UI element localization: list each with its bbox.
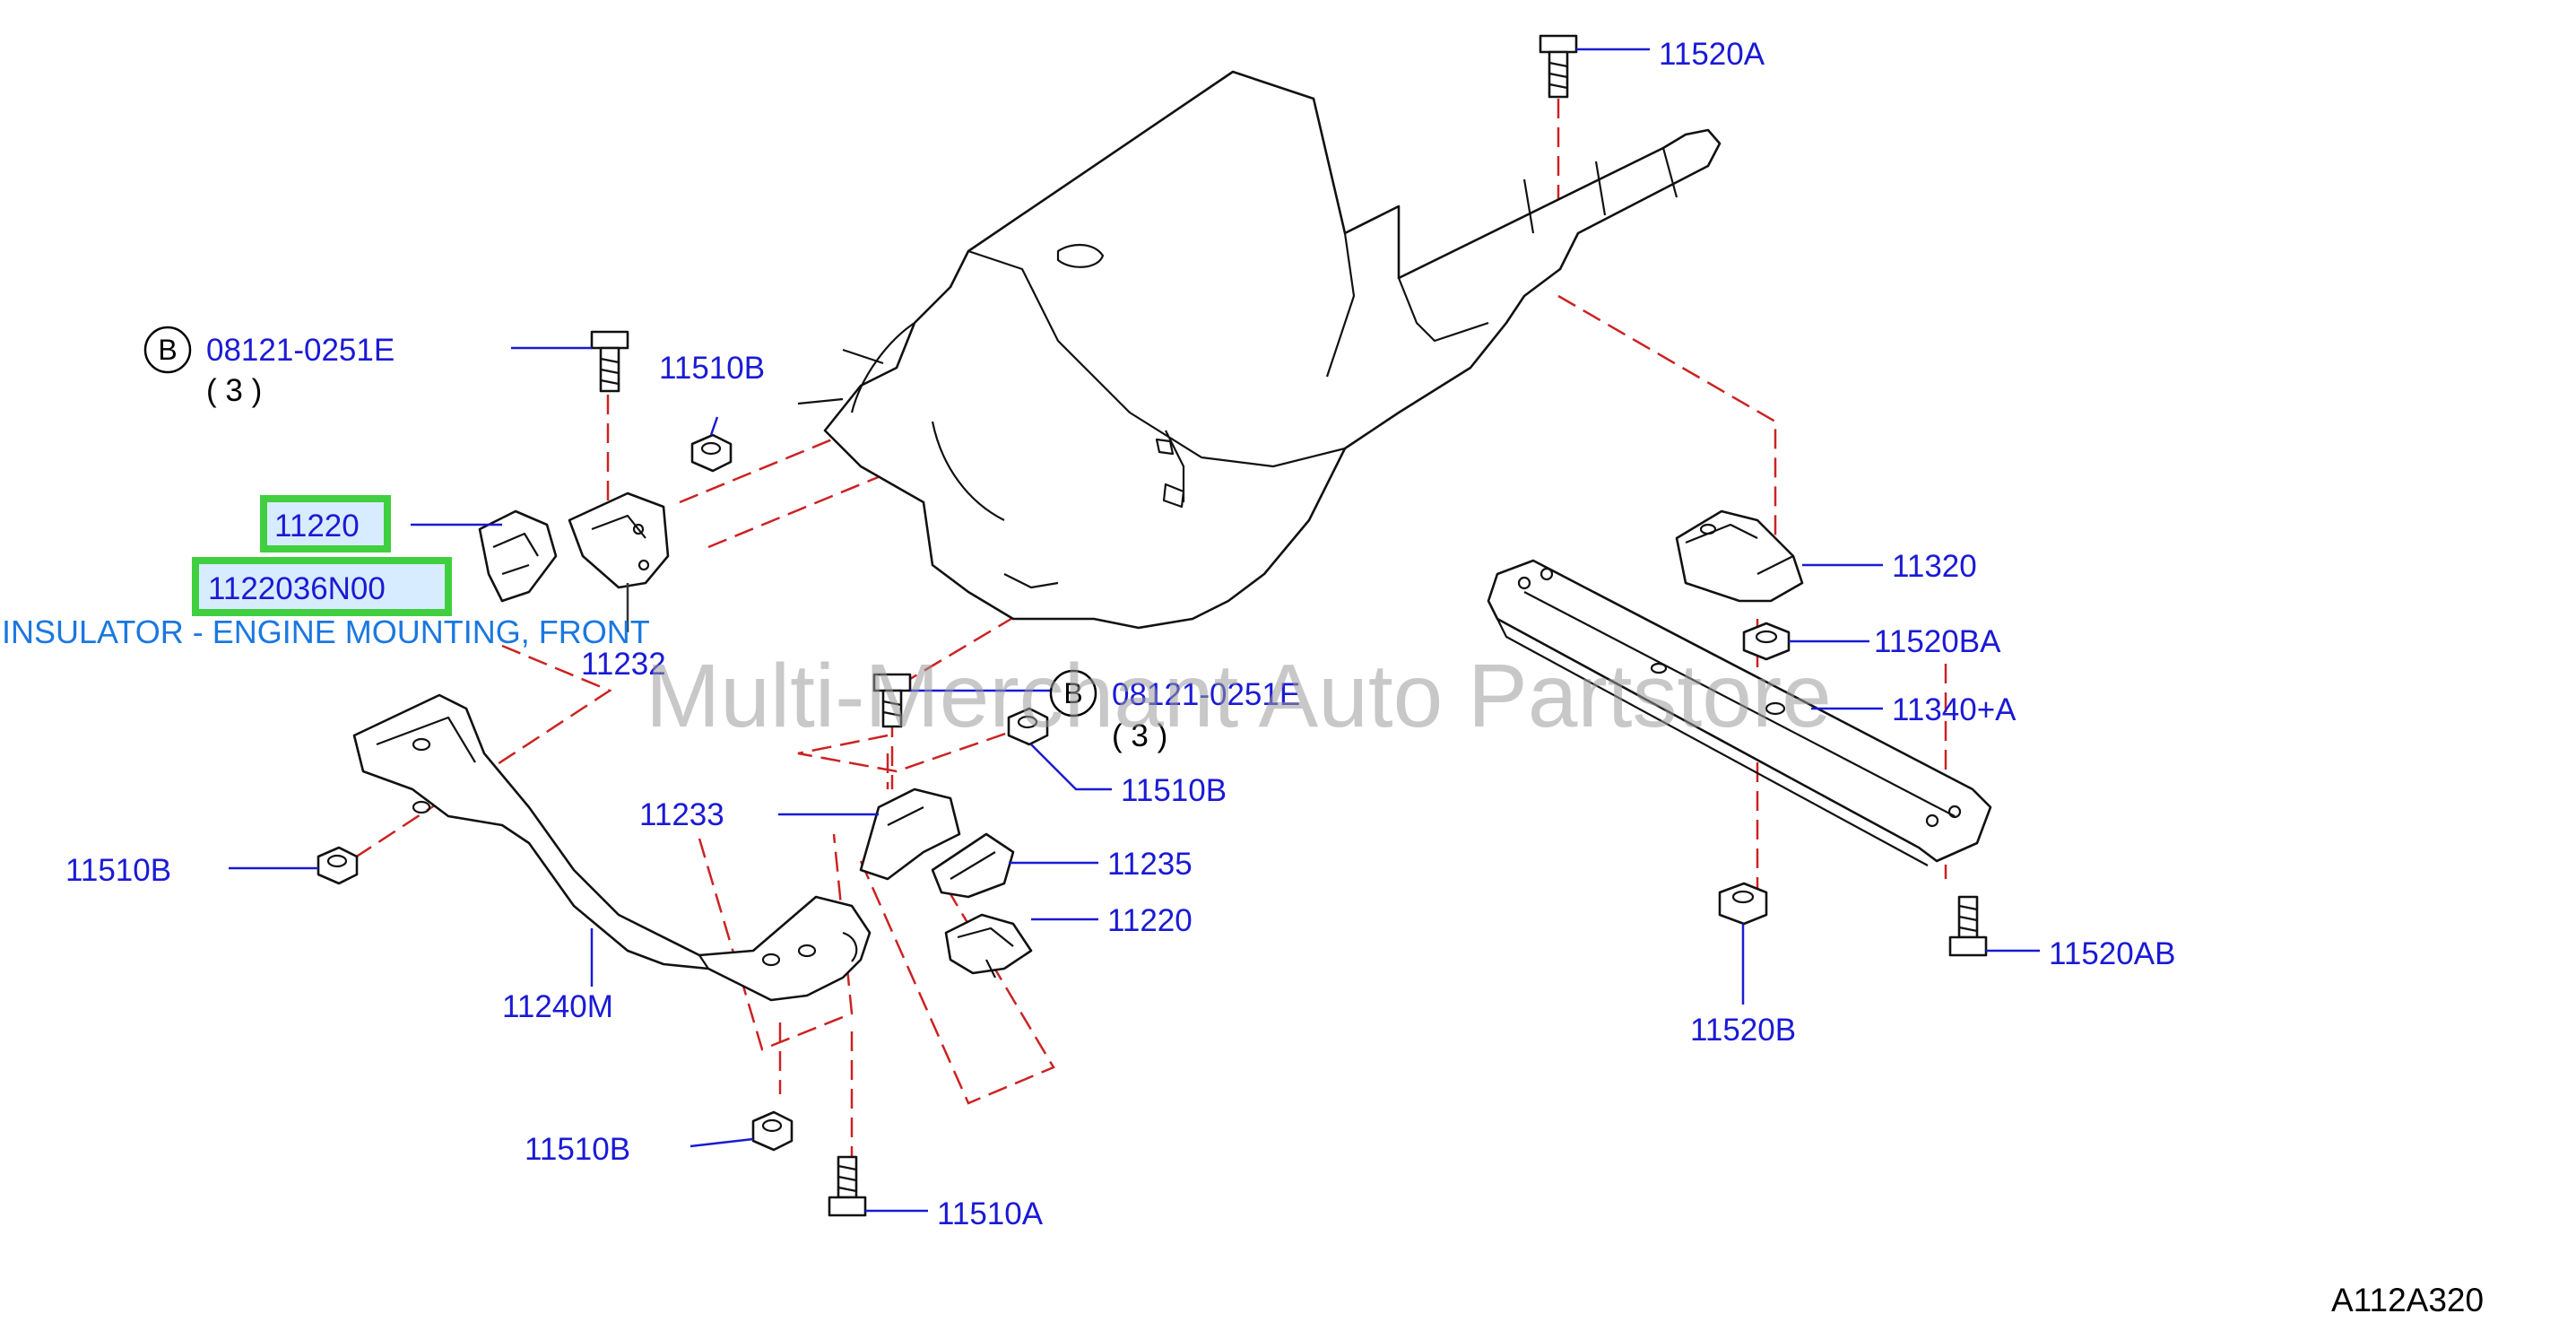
front-insulator-11220-lower — [944, 913, 1033, 979]
part-labels: 11520A B 08121-0251E ( 3 ) 11510B 11220 … — [2, 37, 2175, 1231]
bolt-marker-top-letter: B — [158, 334, 177, 366]
label-11510B-left[interactable]: 11510B — [65, 853, 171, 888]
nut-11510B-top-icon — [690, 433, 733, 473]
label-11235[interactable]: 11235 — [1107, 847, 1193, 882]
part-description: INSULATOR - ENGINE MOUNTING, FRONT — [2, 613, 650, 650]
front-insulator-11220-upper — [478, 509, 558, 603]
label-11520BA[interactable]: 11520BA — [1874, 624, 2001, 659]
label-part-number-highlighted[interactable]: 1122036N00 — [208, 571, 386, 606]
leader-lines — [229, 48, 2040, 1213]
label-11320[interactable]: 11320 — [1892, 549, 1977, 584]
watermark-text: Multi-Merchant Auto Partstore — [646, 646, 1832, 746]
label-qty-top: ( 3 ) — [206, 373, 262, 408]
bolt-mid-icon — [872, 673, 912, 728]
label-08121-0251E-top[interactable]: 08121-0251E — [206, 333, 395, 368]
bolt-top-icon — [590, 330, 629, 393]
label-11510B-top[interactable]: 11510B — [659, 351, 765, 386]
highlight-box-part-number — [192, 557, 452, 616]
crossmember-11340A — [1487, 559, 1992, 866]
bolt-11510A-icon — [828, 1155, 867, 1217]
nut-11520B-icon — [1718, 882, 1768, 926]
label-11340A[interactable]: 11340+A — [1892, 692, 2017, 727]
label-08121-0251E-mid[interactable]: 08121-0251E — [1112, 677, 1300, 712]
bolt-11520AB-icon — [1948, 895, 1988, 957]
label-11520A[interactable]: 11520A — [1659, 37, 1765, 72]
diagram-code: A112A320 — [2331, 1282, 2484, 1318]
bolt-marker-top — [143, 326, 192, 374]
highlight-box-11220 — [260, 495, 391, 552]
front-member-11240M — [352, 693, 872, 1002]
bolt-11520A-icon — [1539, 34, 1578, 99]
bracket-11232 — [568, 492, 670, 589]
label-11220-highlighted[interactable]: 11220 — [274, 509, 360, 544]
nut-11520BA-icon — [1742, 622, 1791, 661]
label-11510B-mid[interactable]: 11510B — [1121, 773, 1227, 808]
label-11240M[interactable]: 11240M — [502, 989, 613, 1024]
bolt-marker-mid — [1049, 669, 1097, 718]
label-11510A[interactable]: 11510A — [937, 1196, 1044, 1231]
nut-11510B-bottom-icon — [751, 1110, 794, 1152]
bolt-marker-mid-letter: B — [1063, 677, 1082, 709]
bracket-11233 — [859, 787, 961, 881]
label-11520B[interactable]: 11520B — [1690, 1013, 1796, 1048]
nut-11510B-mid-icon — [1007, 707, 1049, 746]
bracket-11235 — [931, 832, 1015, 899]
label-11520AB[interactable]: 11520AB — [2049, 936, 2175, 971]
label-11233[interactable]: 11233 — [639, 797, 724, 832]
nut-11510B-left-icon — [317, 846, 359, 885]
label-11510B-bottom[interactable]: 11510B — [525, 1132, 630, 1167]
transmission-assembly — [797, 70, 1722, 630]
label-qty-mid: ( 3 ) — [1112, 718, 1167, 753]
rear-insulator-11320 — [1675, 509, 1804, 603]
label-11232[interactable]: 11232 — [581, 647, 666, 682]
label-11220-lower[interactable]: 11220 — [1107, 903, 1193, 938]
